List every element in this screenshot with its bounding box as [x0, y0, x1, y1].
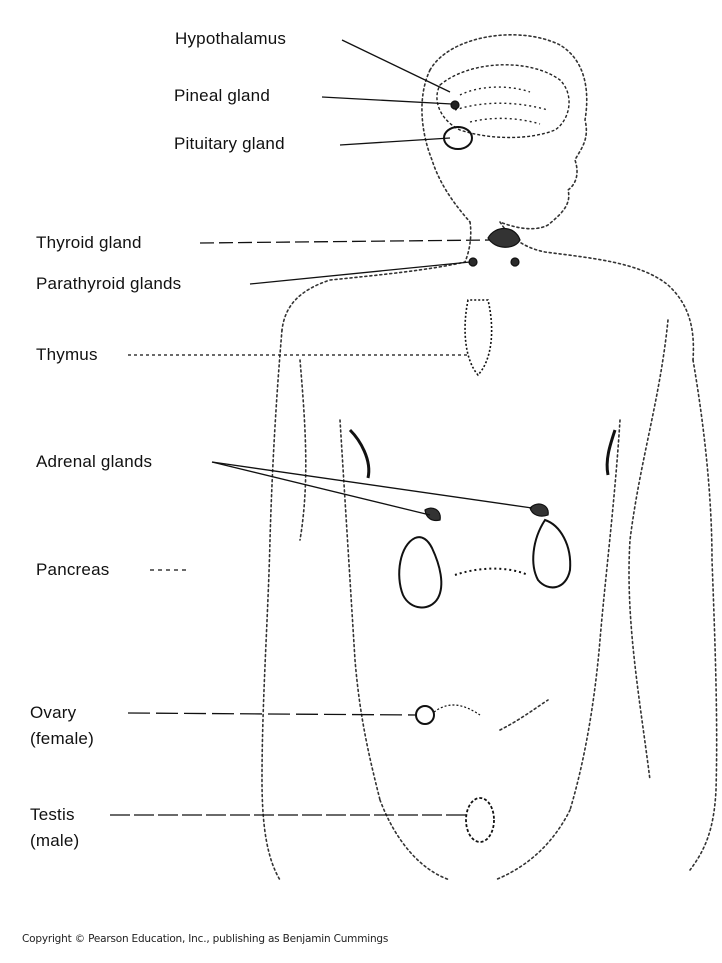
parathyroid-leader: [250, 262, 470, 284]
right-kidney-shape: [533, 520, 570, 587]
label-hypothalamus: Hypothalamus: [175, 29, 286, 49]
leader-lines: [110, 40, 532, 815]
label-pituitary-gland: Pituitary gland: [174, 134, 285, 154]
body-outline: [262, 35, 717, 880]
thyroid-shape: [488, 228, 520, 247]
testis-shape: [466, 798, 494, 842]
hypothalamus-leader: [342, 40, 450, 92]
label-adrenal-glands: Adrenal glands: [36, 452, 152, 472]
pituitary-leader: [340, 138, 450, 145]
label-thymus: Thymus: [36, 345, 98, 365]
label-pancreas: Pancreas: [36, 560, 109, 580]
right-adrenal-shape: [530, 504, 548, 516]
pineal-shape: [451, 101, 459, 109]
label-parathyroid-glands: Parathyroid glands: [36, 274, 181, 294]
copyright-notice: Copyright © Pearson Education, Inc., pub…: [22, 933, 388, 945]
label-thyroid-gland: Thyroid gland: [36, 233, 142, 253]
label-testis: Testis: [30, 805, 75, 825]
glands: [350, 101, 615, 842]
label-testis-male: (male): [30, 831, 79, 851]
label-pineal-gland: Pineal gland: [174, 86, 270, 106]
label-ovary-female: (female): [30, 729, 94, 749]
ovary-leader: [128, 713, 416, 715]
parathyroid-shape-2: [511, 258, 519, 266]
thyroid-leader: [200, 240, 490, 243]
left-kidney-shape: [399, 537, 441, 607]
pancreas-shape: [455, 569, 528, 575]
ovary-shape: [416, 706, 434, 724]
label-ovary: Ovary: [30, 703, 76, 723]
parathyroid-shape-1: [469, 258, 477, 266]
thymus-shape: [465, 300, 492, 375]
pineal-leader: [322, 97, 452, 104]
